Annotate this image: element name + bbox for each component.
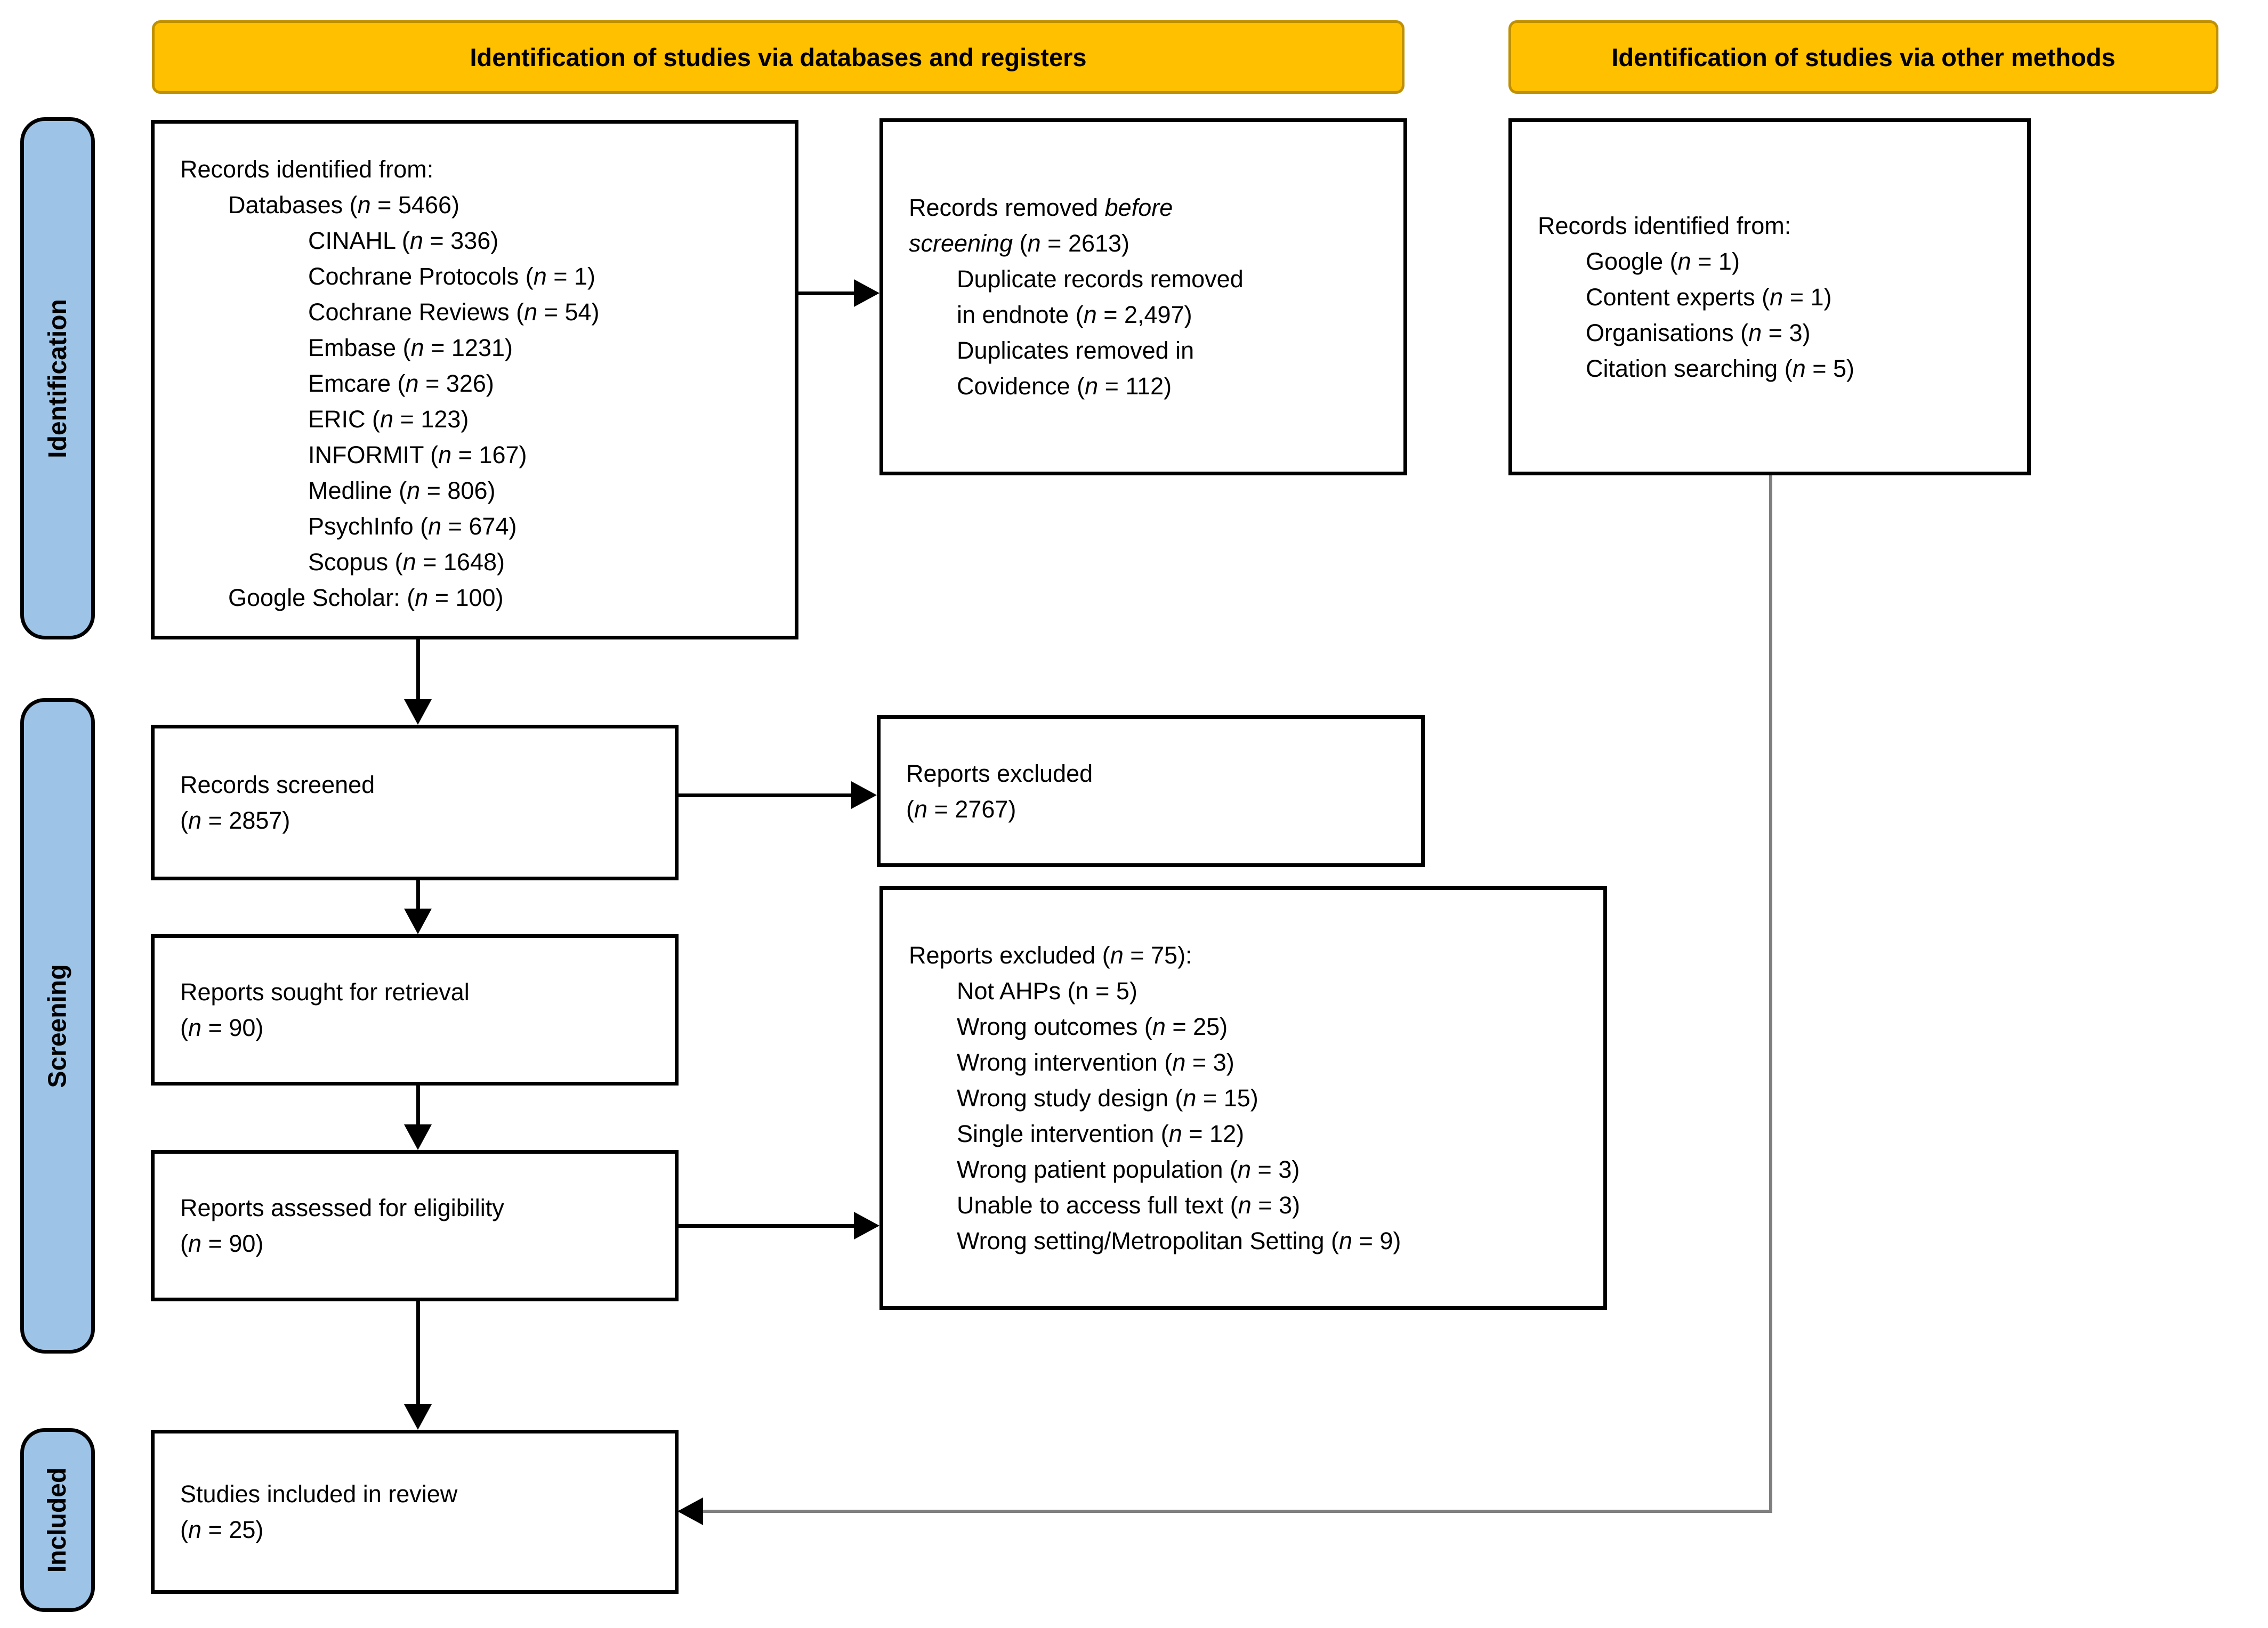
box-line: Reports assessed for eligibility (180, 1194, 504, 1221)
box-line: Unable to access full text (n = 3) (957, 1192, 1301, 1219)
box-line: Google (n = 1) (1586, 247, 1740, 275)
stage-label-screening-text: Screening (43, 963, 72, 1088)
arrow-screened-to-sought-head (404, 909, 432, 934)
box-line: in endnote (n = 2,497) (957, 301, 1192, 328)
stage-label-identification: Identification (20, 117, 95, 639)
arrow-assessed-to-included-line (416, 1301, 420, 1409)
box-records-screened: Records screened (n = 2857) (151, 725, 679, 880)
box-line: Reports sought for retrieval (180, 978, 470, 1006)
box-line: (n = 25) (180, 1516, 264, 1543)
box-line: Content experts (n = 1) (1586, 283, 1832, 311)
arrow-identified-to-screened-head (404, 699, 432, 725)
box-line: (n = 90) (180, 1230, 264, 1257)
box-line: Covidence (n = 112) (957, 372, 1172, 400)
box-line: Cochrane Protocols (n = 1) (308, 263, 596, 290)
stage-label-screening: Screening (20, 698, 95, 1354)
box-reports-assessed: Reports assessed for eligibility (n = 90) (151, 1150, 679, 1301)
box-line: Google Scholar: (n = 100) (228, 584, 504, 611)
box-line: Reports excluded (n = 75): (909, 942, 1192, 969)
box-line: Embase (n = 1231) (308, 334, 513, 361)
box-line: (n = 90) (180, 1014, 264, 1041)
arrow-sought-to-assessed-line (416, 1086, 420, 1129)
box-reports-excluded-reasons: Reports excluded (n = 75): Not AHPs (n = … (879, 886, 1607, 1310)
box-line: Records identified from: (1538, 212, 1791, 239)
box-line: Records identified from: (180, 156, 434, 183)
box-line: CINAHL (n = 336) (308, 227, 499, 254)
arrow-screened-to-excluded-line (679, 793, 855, 797)
header-other-methods: Identification of studies via other meth… (1508, 20, 2218, 94)
box-line: Scopus (n = 1648) (308, 548, 505, 576)
stage-label-identification-text: Identification (43, 298, 72, 458)
box-line: Citation searching (n = 5) (1586, 354, 1855, 382)
stage-label-included: Included (20, 1428, 95, 1612)
header-databases-registers: Identification of studies via databases … (152, 20, 1405, 94)
arrow-assessed-to-reasons-head (854, 1212, 879, 1240)
header-other-methods-label: Identification of studies via other meth… (1611, 43, 2116, 71)
box-line: Wrong outcomes (n = 25) (957, 1013, 1228, 1040)
box-line: screening (n = 2613) (909, 230, 1130, 257)
box-line: Studies included in review (180, 1480, 458, 1508)
box-line: Single intervention (n = 12) (957, 1120, 1245, 1147)
box-line: Not AHPs (n = 5) (957, 977, 1137, 1005)
box-line: Records removed before (909, 194, 1173, 221)
arrow-assessed-to-reasons-line (679, 1224, 858, 1228)
box-line: ERIC (n = 123) (308, 406, 469, 433)
arrow-sought-to-assessed-head (404, 1124, 432, 1150)
connector-other-methods-head (677, 1497, 703, 1525)
box-line: (n = 2767) (906, 795, 1016, 823)
arrow-assessed-to-included-head (404, 1404, 432, 1430)
box-line: Wrong patient population (n = 3) (957, 1156, 1300, 1183)
box-line: Reports excluded (906, 759, 1093, 787)
box-line: PsychInfo (n = 674) (308, 513, 517, 540)
box-line: Medline (n = 806) (308, 477, 496, 504)
box-line: Duplicate records removed (957, 265, 1244, 293)
arrow-screened-to-excluded-head (851, 781, 877, 809)
box-line: Organisations (n = 3) (1586, 319, 1811, 346)
arrow-identified-to-removed-head (854, 279, 879, 307)
header-databases-registers-label: Identification of studies via databases … (470, 43, 1087, 71)
box-line: INFORMIT (n = 167) (308, 441, 527, 468)
box-line: Cochrane Reviews (n = 54) (308, 298, 600, 326)
arrow-screened-to-sought-line (416, 880, 420, 913)
box-studies-included: Studies included in review (n = 25) (151, 1430, 679, 1594)
connector-other-methods-vertical (1769, 475, 1772, 1513)
box-line: Wrong setting/Metropolitan Setting (n = … (957, 1227, 1401, 1254)
arrow-identified-to-removed-line (798, 291, 858, 295)
box-reports-excluded: Reports excluded (n = 2767) (877, 715, 1425, 867)
arrow-identified-to-screened-line (416, 639, 420, 704)
stage-label-included-text: Included (43, 1467, 72, 1573)
box-line: Databases (n = 5466) (228, 191, 460, 218)
box-records-removed: Records removed before screening (n = 261… (879, 118, 1407, 475)
box-records-identified: Records identified from: Databases (n = 5… (151, 120, 798, 639)
box-line: Records screened (180, 771, 375, 798)
box-line: (n = 2857) (180, 807, 290, 834)
box-other-records-identified: Records identified from: Google (n = 1) Co… (1508, 118, 2031, 475)
box-line: Wrong study design (n = 15) (957, 1084, 1258, 1112)
box-line: Duplicates removed in (957, 337, 1194, 364)
box-reports-sought: Reports sought for retrieval (n = 90) (151, 934, 679, 1086)
connector-other-methods-horizontal (701, 1510, 1772, 1513)
box-line: Emcare (n = 326) (308, 370, 494, 397)
box-line: Wrong intervention (n = 3) (957, 1049, 1234, 1076)
